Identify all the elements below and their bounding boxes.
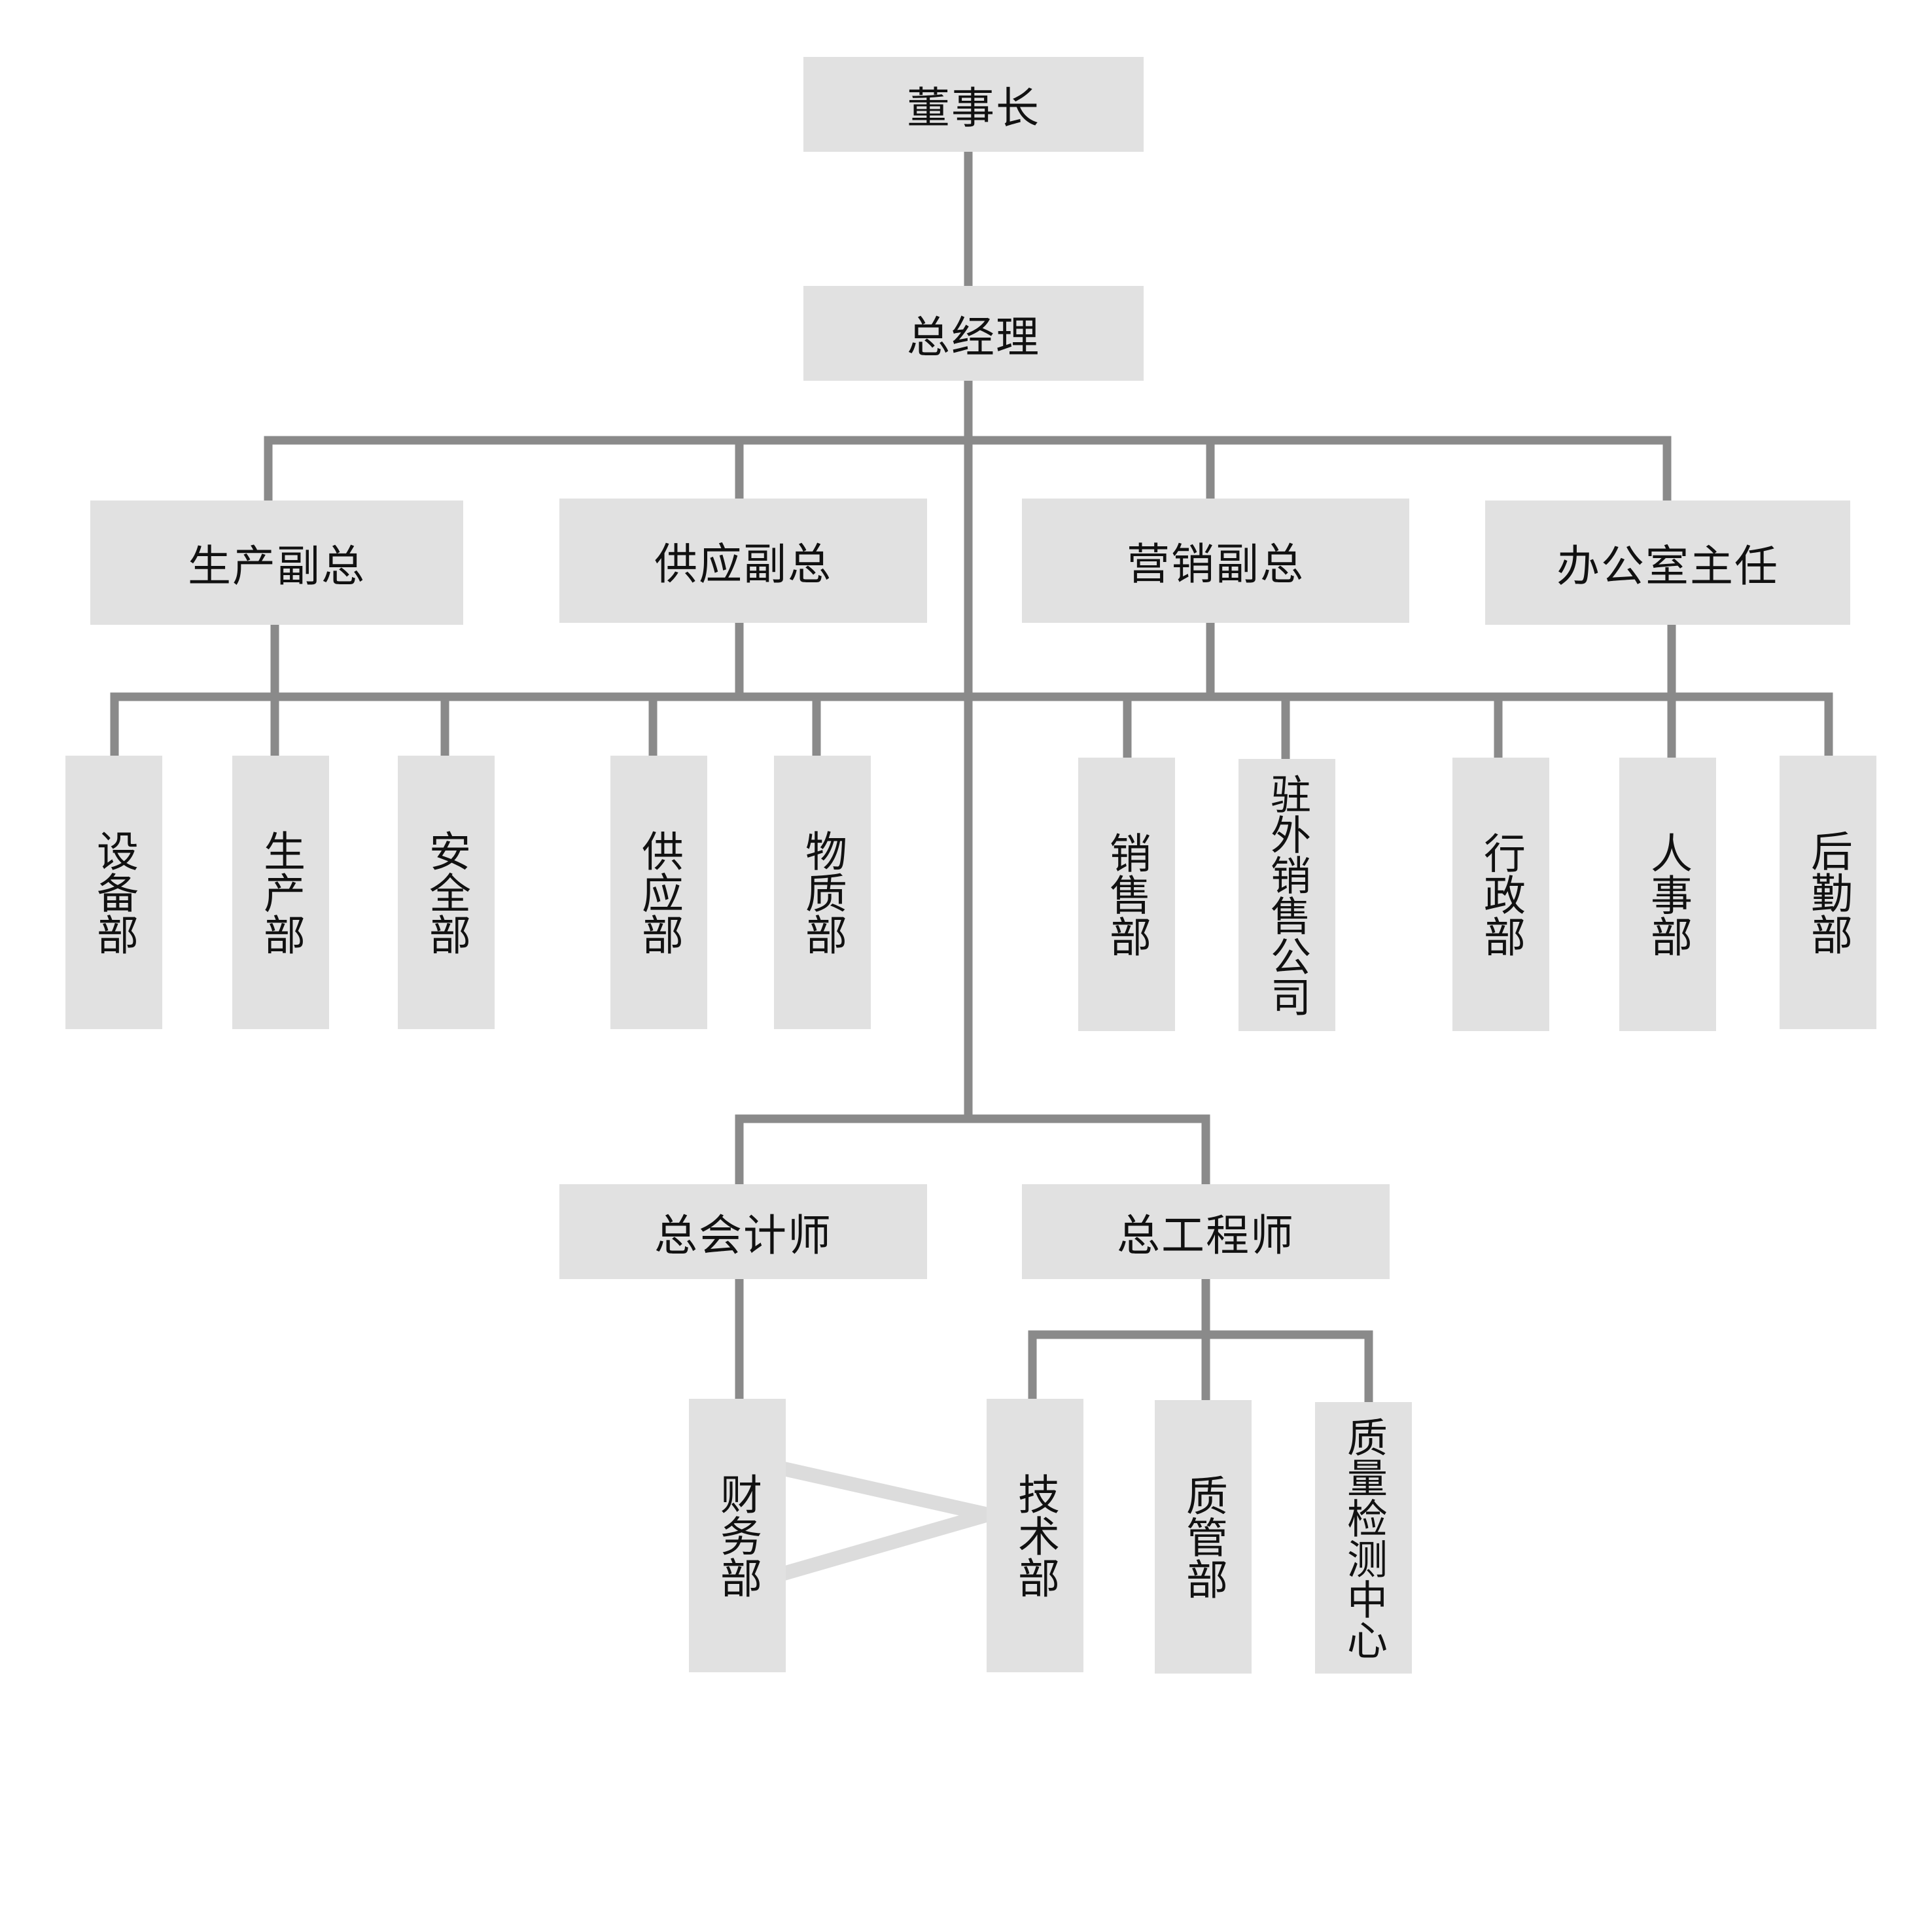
sub-quality-testing-box: 质量检测中心 [1315,1402,1412,1674]
sub-finance-label: 财务部 [713,1473,762,1598]
dept-equipment-label: 设备部 [90,830,138,955]
office-director-box: 办公室主任 [1485,501,1850,625]
dept-supply-label: 供应部 [635,830,683,955]
chairman-box: 董事长 [803,57,1144,152]
chief-accountant-box: 总会计师 [559,1184,927,1279]
general-manager-label: 总经理 [907,311,1040,362]
dept-materials-label: 物质部 [798,830,847,955]
dept-personnel-label: 人事部 [1643,832,1692,957]
dept-administration-box: 行政部 [1452,758,1549,1031]
dept-production-box: 生产部 [232,756,329,1029]
sub-quality-testing-label: 质量检测中心 [1340,1416,1388,1660]
dept-logistics-box: 后勤部 [1780,756,1876,1029]
dept-administration-label: 行政部 [1477,832,1525,957]
chief-engineer-label: 总工程师 [1117,1210,1295,1261]
finance-technology-link [781,1462,991,1581]
dept-overseas-sales-box: 驻外销售公司 [1238,759,1335,1031]
dept-safety-label: 安全部 [422,830,470,955]
dept-sales-box: 销售部 [1078,758,1175,1031]
dept-logistics-label: 后勤部 [1804,830,1852,955]
vp-supply-label: 供应副总 [654,539,832,589]
vp-production-label: 生产副总 [188,541,366,591]
dept-personnel-box: 人事部 [1619,758,1716,1031]
chief-accountant-label: 总会计师 [654,1210,832,1261]
dept-safety-box: 安全部 [398,756,495,1029]
chief-engineer-box: 总工程师 [1022,1184,1390,1279]
dept-equipment-box: 设备部 [65,756,162,1029]
vp-marketing-box: 营销副总 [1022,499,1409,623]
vp-marketing-label: 营销副总 [1127,539,1305,589]
vp-supply-box: 供应副总 [559,499,927,623]
dept-supply-box: 供应部 [610,756,707,1029]
dept-sales-label: 销售部 [1102,832,1151,957]
sub-finance-box: 财务部 [689,1399,786,1672]
sub-technology-box: 技术部 [987,1399,1083,1672]
sub-technology-label: 技术部 [1011,1473,1059,1598]
general-manager-box: 总经理 [803,286,1144,381]
dept-overseas-sales-label: 驻外销售公司 [1263,773,1311,1017]
sub-quality-management-label: 质管部 [1179,1474,1227,1600]
vp-production-box: 生产副总 [90,501,463,625]
chairman-label: 董事长 [907,82,1040,133]
office-director-label: 办公室主任 [1556,541,1779,591]
dept-production-label: 生产部 [256,830,305,955]
dept-materials-box: 物质部 [774,756,871,1029]
sub-quality-management-box: 质管部 [1155,1400,1252,1674]
